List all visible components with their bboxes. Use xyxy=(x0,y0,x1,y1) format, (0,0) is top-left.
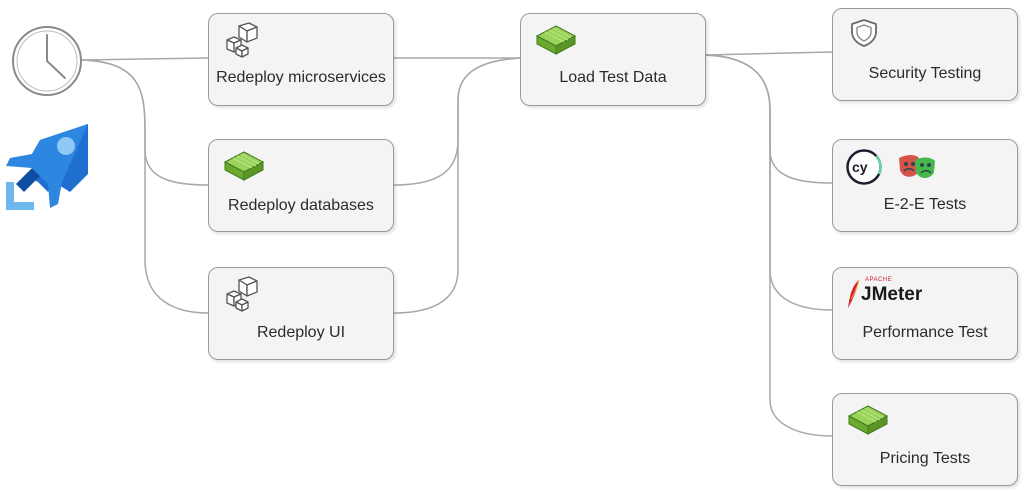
node-label: E-2-E Tests xyxy=(883,196,967,213)
node-redeploy-databases[interactable]: Redeploy databases xyxy=(208,139,394,232)
node-redeploy-ui[interactable]: Redeploy UI xyxy=(208,267,394,360)
connector-load-e2e xyxy=(705,54,833,184)
jmeter-logo-text: JMeter xyxy=(861,284,923,305)
database-block-icon xyxy=(223,151,265,181)
package-cubes-icon xyxy=(226,276,258,312)
connector-load-pricing xyxy=(705,54,833,437)
node-e2e-tests[interactable]: cy E-2-E Tests xyxy=(832,139,1018,232)
jmeter-logo-icon: APACHE JMeter xyxy=(847,277,937,309)
connector-databases-load xyxy=(393,57,521,186)
node-label: Security Testing xyxy=(868,65,982,82)
svg-text:cy: cy xyxy=(852,159,868,175)
database-block-icon xyxy=(847,405,889,435)
node-label: Load Test Data xyxy=(559,69,667,86)
node-label: Redeploy UI xyxy=(256,324,346,341)
connector-clock-microservices xyxy=(81,57,209,61)
azure-pipelines-logo-icon xyxy=(6,124,88,210)
shield-icon xyxy=(851,19,877,47)
node-performance-test[interactable]: APACHE JMeter Performance Test xyxy=(832,267,1018,360)
database-block-icon xyxy=(535,25,577,55)
node-label: Redeploy databases xyxy=(228,197,374,214)
feather-icon xyxy=(848,279,860,308)
node-label: Performance Test xyxy=(862,324,988,341)
node-load-test-data[interactable]: Load Test Data xyxy=(520,13,706,106)
clock-schedule-icon xyxy=(12,26,82,96)
node-label: Redeploy microservices xyxy=(216,69,386,86)
node-pricing-tests[interactable]: Pricing Tests xyxy=(832,393,1018,486)
node-redeploy-microservices[interactable]: Redeploy microservices xyxy=(208,13,394,106)
playwright-logo-icon xyxy=(899,155,935,178)
connector-ui-load xyxy=(393,57,521,314)
connector-load-security xyxy=(705,51,833,56)
node-security-testing[interactable]: Security Testing xyxy=(832,8,1018,101)
cypress-logo-icon: cy xyxy=(846,149,882,185)
node-label: Pricing Tests xyxy=(879,450,971,467)
package-cubes-icon xyxy=(226,22,258,58)
jmeter-apache-label: APACHE xyxy=(865,277,893,283)
connector-clock-ui xyxy=(81,59,209,314)
